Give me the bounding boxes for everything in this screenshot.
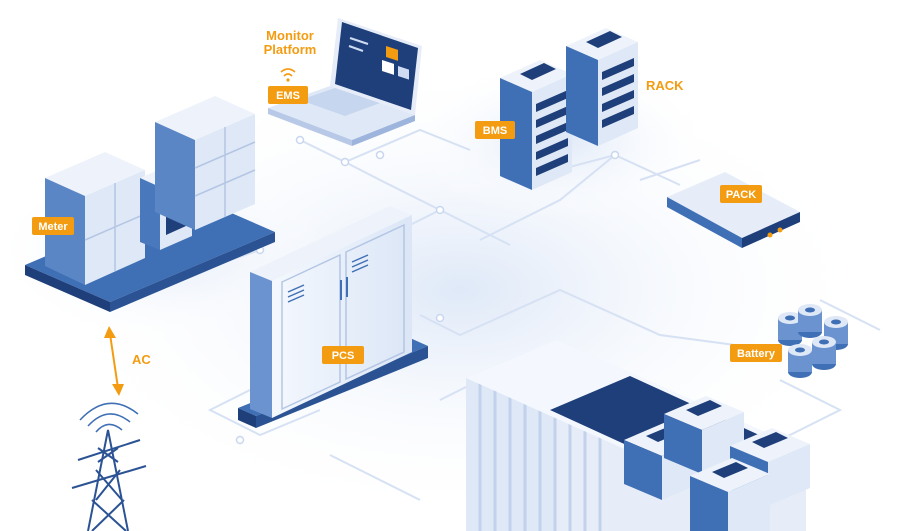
- monitor-platform-label-line2: Platform: [264, 42, 317, 57]
- pack-tag: PACK: [720, 185, 762, 203]
- meter-cabinet-group: [25, 96, 275, 312]
- double-arrow-icon: [104, 326, 124, 396]
- connection-nodes: [235, 135, 620, 445]
- wifi-icon: [280, 68, 296, 82]
- pcs-label: PCS: [332, 350, 355, 362]
- ems-label: EMS: [276, 90, 300, 102]
- battery-label: Battery: [737, 348, 776, 360]
- pack-module: [667, 172, 800, 248]
- ems-tag: EMS: [268, 86, 308, 104]
- meter-label: Meter: [38, 221, 68, 233]
- tower-signal: [79, 402, 139, 433]
- pcs-cabinet: [238, 206, 428, 428]
- ac-label: AC: [132, 352, 151, 367]
- pcs-tag: PCS: [322, 346, 364, 364]
- meter-tag: Meter: [32, 217, 74, 235]
- pack-label: PACK: [726, 189, 756, 201]
- rack-group: [500, 28, 638, 190]
- bms-tag: BMS: [475, 121, 515, 139]
- laptop-group: [268, 18, 422, 146]
- battery-container: [466, 340, 810, 531]
- battery-tag: Battery: [730, 344, 782, 362]
- bms-label: BMS: [483, 125, 507, 137]
- rack-label: RACK: [646, 78, 684, 93]
- monitor-platform-label-line1: Monitor: [266, 28, 314, 43]
- transmission-tower-icon: [71, 429, 147, 531]
- battery-cells: [778, 304, 848, 378]
